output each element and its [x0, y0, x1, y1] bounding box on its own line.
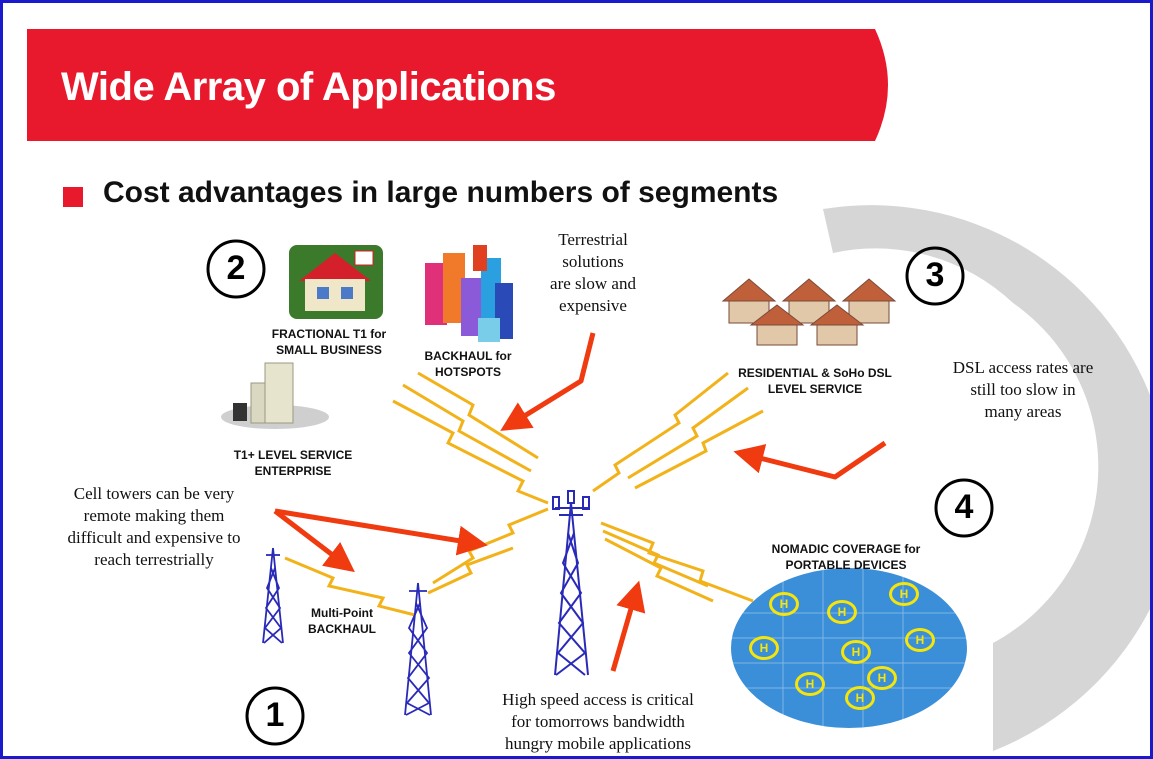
bolt-upper-left [392, 371, 549, 505]
label-residential-line2: LEVEL SERVICE [767, 382, 863, 396]
note-terrestrial: Terrestrial solutions are slow and expen… [523, 229, 663, 317]
hotspot-marker: H [845, 686, 875, 710]
hotspot-marker: H [795, 672, 825, 696]
note-high-line2: for tomorrows bandwidth [511, 712, 685, 731]
note-dsl-line2: still too slow in [970, 380, 1076, 399]
number-2: 2 [226, 249, 246, 287]
small-business-icon [289, 245, 383, 319]
note-cell-line4: reach terrestrially [94, 550, 214, 569]
note-cell-line3: difficult and expensive to [67, 528, 241, 547]
note-terrestrial-line3: are slow and [550, 274, 636, 293]
label-residential: RESIDENTIAL & SoHo DSL LEVEL SERVICE [715, 365, 915, 397]
note-cell-line2: remote making them [83, 506, 225, 525]
title-banner [27, 29, 888, 141]
note-dsl: DSL access rates are still too slow in m… [923, 357, 1123, 423]
label-backhaul-line2: HOTSPOTS [434, 365, 501, 379]
label-multipoint-line2: BACKHAUL [308, 622, 376, 636]
central-tower [552, 490, 590, 676]
label-t1-line1: T1+ LEVEL SERVICE [233, 448, 353, 462]
middle-tower [404, 582, 432, 716]
hotspot-marker: H [889, 582, 919, 606]
hotspot-marker: H [769, 592, 799, 616]
label-multipoint-line1: Multi-Point [311, 606, 373, 620]
label-fractional-line1: FRACTIONAL T1 for [271, 327, 387, 341]
bolt-right [600, 521, 754, 603]
bullet-square [63, 187, 83, 207]
hotspot-marker: H [749, 636, 779, 660]
note-dsl-line1: DSL access rates are [952, 358, 1094, 377]
number-1: 1 [265, 696, 285, 734]
label-fractional-t1: FRACTIONAL T1 for SMALL BUSINESS [265, 326, 393, 358]
label-t1-enterprise: T1+ LEVEL SERVICE ENTERPRISE [218, 447, 368, 479]
hotspot-marker: H [841, 640, 871, 664]
enterprise-building-icon [221, 362, 329, 429]
note-cell-line1: Cell towers can be very [73, 484, 235, 503]
note-high-line1: High speed access is critical [502, 690, 694, 709]
number-circles [206, 239, 994, 746]
label-backhaul-line1: BACKHAUL for [424, 349, 512, 363]
label-nomadic-line2: PORTABLE DEVICES [785, 558, 907, 572]
note-terrestrial-line2: solutions [562, 252, 624, 271]
number-3: 3 [925, 256, 945, 294]
hotspot-marker: H [867, 666, 897, 690]
bolt-upper-right [592, 371, 764, 493]
note-dsl-line3: many areas [984, 402, 1062, 421]
hotspot-buildings-icon [425, 245, 513, 342]
label-nomadic: NOMADIC COVERAGE for PORTABLE DEVICES [751, 541, 941, 573]
note-high-line3: hungry mobile applications [504, 734, 692, 753]
label-residential-line1: RESIDENTIAL & SoHo DSL [738, 366, 892, 380]
label-t1-line2: ENTERPRISE [254, 464, 332, 478]
bullet-text: Cost advantages in large numbers of segm… [103, 176, 779, 209]
residential-houses-icon [721, 278, 897, 346]
note-cell-towers: Cell towers can be very remote making th… [39, 483, 269, 571]
hotspot-marker: H [827, 600, 857, 624]
slide-title: Wide Array of Applications [61, 65, 556, 109]
label-fractional-line2: SMALL BUSINESS [276, 343, 382, 357]
bolt-left [284, 507, 549, 617]
note-terrestrial-line4: expensive [559, 296, 627, 315]
number-4: 4 [954, 488, 974, 526]
note-terrestrial-line1: Terrestrial [558, 230, 628, 249]
hotspot-marker: H [905, 628, 935, 652]
label-backhaul-hotspots: BACKHAUL for HOTSPOTS [413, 348, 523, 380]
label-nomadic-line1: NOMADIC COVERAGE for [771, 542, 921, 556]
note-high-speed: High speed access is critical for tomorr… [473, 689, 723, 755]
left-tower [262, 547, 284, 644]
label-multipoint: Multi-Point BACKHAUL [297, 605, 387, 637]
arrows [273, 332, 887, 672]
background-arc [823, 205, 1150, 751]
